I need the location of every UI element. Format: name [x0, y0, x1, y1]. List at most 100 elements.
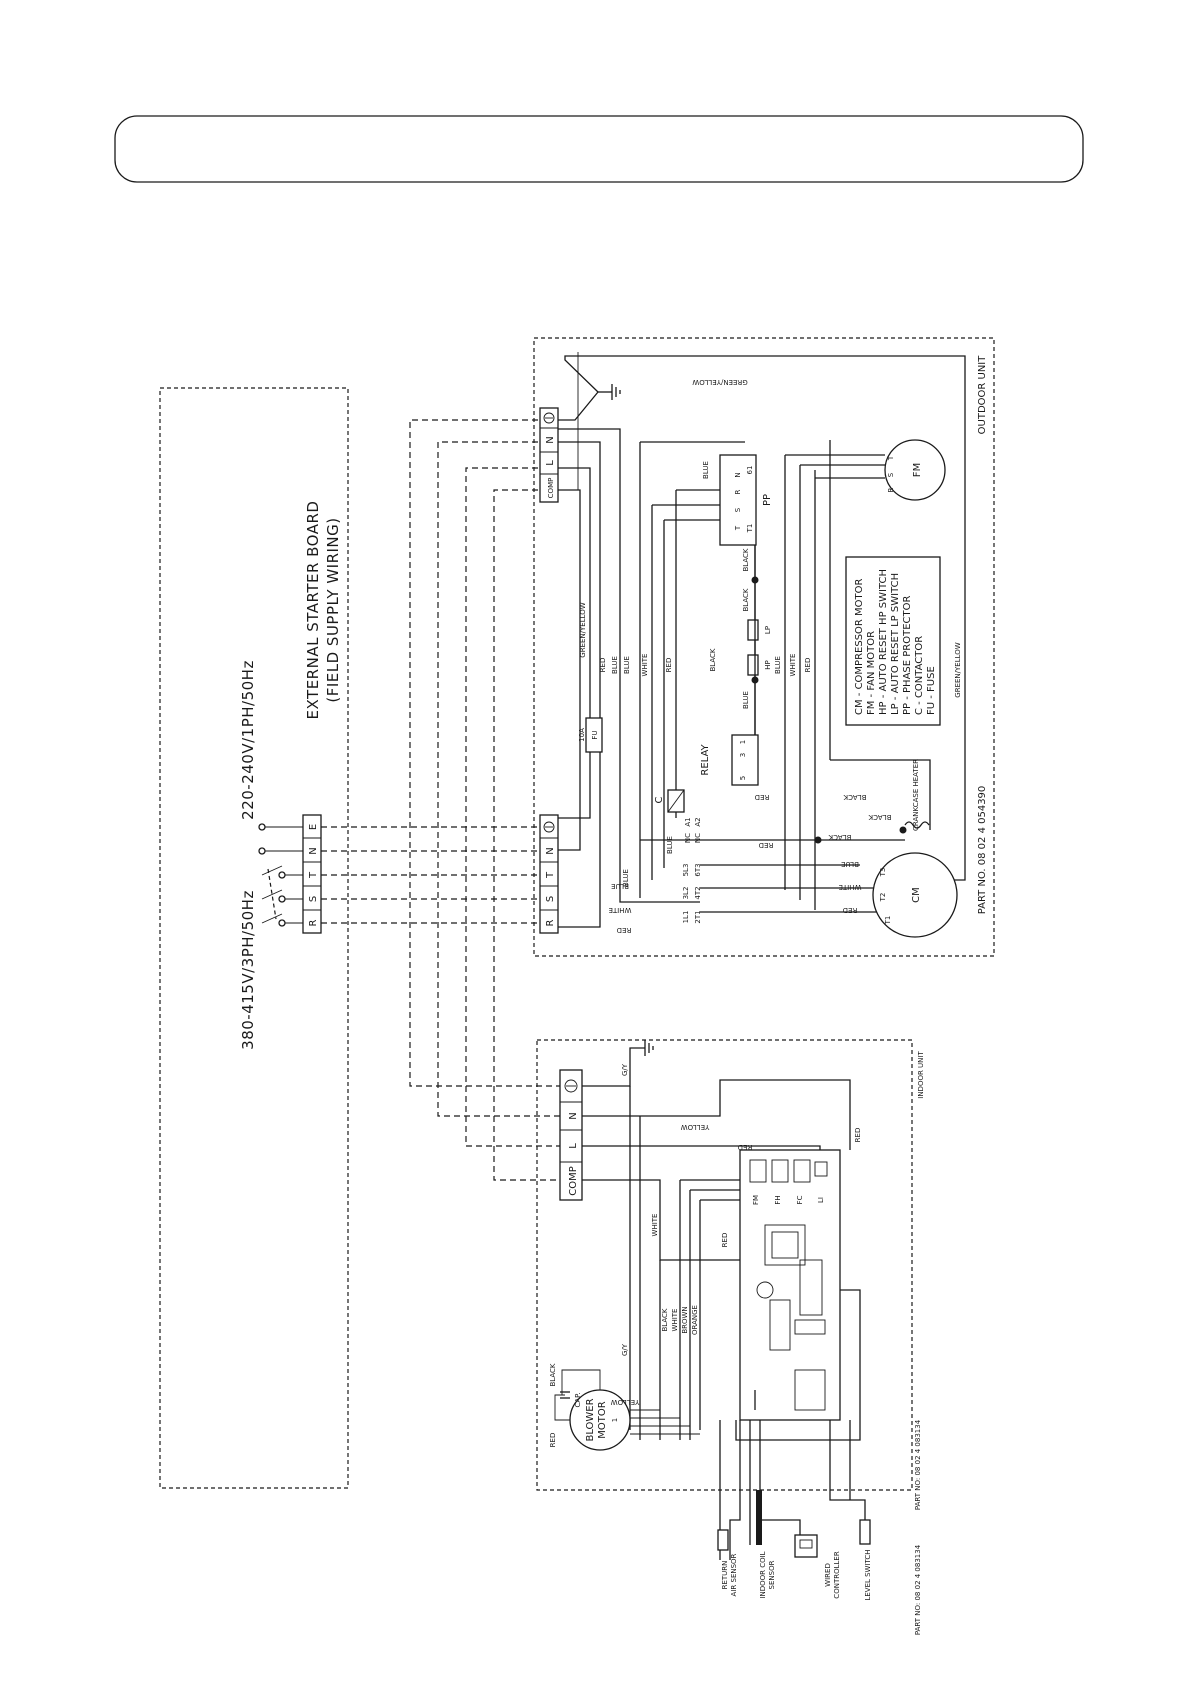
indoor-part-number-footer: PART NO: 08 02 4 083134 — [914, 1544, 922, 1635]
contactor-nc-1: NC — [684, 833, 692, 843]
outdoor-top-terminal-n: N — [545, 436, 556, 443]
wire-label: BLUE — [841, 860, 859, 868]
indoor-ground-icon — [582, 1040, 654, 1087]
board-mark-li: LI — [817, 1197, 825, 1203]
wire-label-indoor: RED — [738, 1143, 753, 1151]
fuse-rating: 10A — [578, 728, 586, 742]
wire-label-indoor: G/Y — [621, 1063, 629, 1076]
wire-label-green-yellow-top: GREEN/YELLOW — [692, 378, 747, 386]
indoor-unit-frame — [536, 1039, 913, 1491]
sensor-label-line1: INDOOR COIL — [759, 1551, 767, 1598]
contactor-1l1: 1L1 — [682, 911, 690, 924]
contactor-3l2: 3L2 — [682, 887, 690, 900]
outdoor-wire-labels: GREEN/YELLOW RED BLUE BLUE WHITE RED BLA… — [579, 461, 962, 854]
supply-switches — [258, 823, 303, 927]
phase-protector: PP 61 N R S T T1 — [719, 454, 773, 546]
cap-label: CAP. — [574, 1392, 582, 1407]
junction-dot — [751, 576, 759, 584]
wire-label: RED — [804, 658, 812, 673]
wire-label-indoor: RED — [721, 1233, 729, 1248]
outdoor-part-number: PART NO. 08 02 4 054390 — [977, 786, 988, 915]
legend-item: CM - COMPRESSOR MOTOR — [854, 578, 865, 715]
indoor-terminal-comp: COMP — [568, 1166, 579, 1196]
pp-pin-n: N — [734, 472, 742, 477]
external-board-title-group: EXTERNAL STARTER BOARD (FIELD SUPPLY WIR… — [304, 501, 342, 720]
fan-pin-r: R — [887, 487, 895, 492]
outdoor-ground-icon — [558, 355, 966, 470]
board-mark-fc: FC — [796, 1195, 804, 1204]
wire-label: RED — [665, 658, 673, 673]
component-legend: CM - COMPRESSOR MOTOR FM - FAN MOTOR HP … — [845, 556, 941, 726]
wire-label-indoor: WHITE — [651, 1214, 659, 1237]
relay-pin-3: 3 — [739, 753, 747, 757]
outdoor-top-terminal-comp: COMP — [547, 478, 555, 499]
motor-wire-yellow: YELLOW — [611, 1398, 641, 1406]
level-switch: LEVEL SWITCH — [859, 1519, 872, 1601]
wire-label: BLUE — [666, 836, 674, 854]
compressor-motor: CM T1 T2 T3 — [872, 852, 958, 938]
legend-item: FU - FUSE — [926, 666, 937, 715]
contactor-label: C — [654, 796, 665, 803]
wire-label: RED — [759, 841, 774, 849]
wire-label: BLACK — [843, 793, 866, 801]
fuse: 10A FU — [578, 717, 603, 753]
wire-label: BLUE — [611, 882, 629, 890]
title-banner — [114, 115, 1084, 183]
wire-label: BLUE — [702, 461, 710, 479]
ext-terminal-s: S — [308, 896, 319, 902]
wire-label: WHITE — [641, 654, 649, 677]
legend-item: LP - AUTO RESET LP SWITCH — [890, 573, 901, 715]
wire-label: BLACK — [742, 548, 750, 571]
outdoor-main-terminal-block: N T S R — [539, 814, 559, 934]
motor-wire-white: WHITE — [671, 1309, 679, 1332]
external-board-title: EXTERNAL STARTER BOARD — [304, 501, 322, 720]
fan-motor-label: FM — [912, 463, 923, 477]
relay: RELAY 1 3 5 — [700, 734, 759, 786]
crankcase-heater: CRANKCASE HEATER — [904, 759, 930, 831]
compressor-wiring — [640, 759, 931, 913]
outdoor-top-terminal-l: L — [545, 460, 556, 466]
indoor-control-board: FM FH FC LI — [739, 1149, 841, 1421]
ext-terminal-r: R — [308, 919, 319, 926]
interconnect-wires — [409, 419, 560, 1181]
outdoor-wiring — [558, 352, 966, 928]
hp-switch: HP — [747, 654, 772, 676]
wired-controller-icon: WIRED CONTROLLER — [794, 1534, 841, 1599]
compressor-label: CM — [911, 887, 922, 903]
blower-label-line3: 1 — [611, 1418, 619, 1422]
outdoor-terminal-n: N — [545, 847, 556, 854]
external-board-subtitle: (FIELD SUPPLY WIRING) — [324, 517, 342, 702]
board-mark-fh: FH — [774, 1195, 782, 1204]
blower-motor-wire-labels: G/Y BLACK WHITE BROWN ORANGE YELLOW — [611, 1305, 699, 1406]
external-starter-board-frame — [159, 387, 349, 1489]
wire-label: RED — [599, 658, 607, 673]
wire-label: BLUE — [622, 869, 630, 887]
contactor-5l3: 5L3 — [682, 864, 690, 877]
legend-item: FM - FAN MOTOR — [866, 631, 877, 715]
relay-pin-5: 5 — [739, 776, 747, 780]
indoor-part-number: PART NO: 08 02 4 083134 — [914, 1419, 922, 1510]
legend-item: PP - PHASE PROTECTOR — [902, 596, 913, 716]
outdoor-unit-label: OUTDOOR UNIT — [977, 355, 988, 435]
motor-wire-brown: BROWN — [681, 1306, 689, 1333]
wire-label: BLUE — [774, 656, 782, 674]
compressor-pin-t3: T3 — [879, 868, 887, 878]
wire-label: WHITE — [789, 654, 797, 677]
ext-terminal-n: N — [308, 847, 319, 854]
sensor-label-line1: WIRED — [824, 1563, 832, 1587]
sensor-label-line2: SENSOR — [768, 1560, 776, 1589]
motor-wire-black: BLACK — [661, 1308, 669, 1331]
wire-label: RED — [843, 906, 858, 914]
outdoor-terminal-r: R — [545, 919, 556, 926]
indoor-terminal-block: N L COMP — [559, 1069, 583, 1201]
wire-label: BLACK — [709, 648, 717, 671]
indoor-coil-sensor: INDOOR COIL SENSOR — [756, 1490, 776, 1599]
cap-wire-red: RED — [549, 1433, 557, 1448]
pp-pin-s: S — [734, 507, 742, 512]
supply-three-phase-label: 380-415V/3PH/50Hz — [239, 890, 257, 1050]
lp-label: LP — [764, 626, 772, 634]
wire-label: WHITE — [839, 883, 862, 891]
ext-terminal-t: T — [308, 871, 319, 879]
hp-label: HP — [764, 660, 772, 670]
